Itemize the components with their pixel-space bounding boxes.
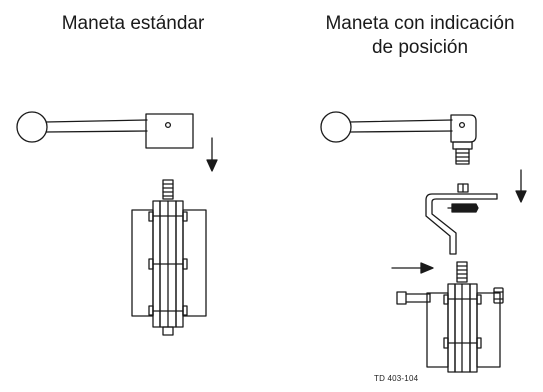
position-valve-stem [456, 261, 468, 283]
position-handle-lever-bottom [349, 130, 453, 133]
drawing-code: TD 403-104 [374, 374, 419, 383]
position-bolt [396, 291, 431, 305]
position-handle [320, 111, 477, 165]
position-handle-title: Maneta con indicación de posición [304, 12, 536, 60]
standard-handle-lever-bottom [45, 130, 148, 133]
position-arrow-down [515, 169, 527, 203]
position-handle-neck [452, 141, 473, 150]
position-handle-title-line2: de posición [371, 37, 469, 58]
position-handle-knob [320, 111, 352, 143]
position-arrow-right [391, 262, 434, 274]
position-nut [493, 287, 504, 304]
standard-valve-body [131, 179, 207, 336]
standard-handle [16, 111, 194, 149]
position-indicator-bracket [425, 183, 498, 255]
standard-handle-hub [145, 113, 194, 149]
position-handle-hub [450, 114, 477, 143]
standard-handle-knob [16, 111, 48, 143]
standard-arrow-down [206, 137, 218, 172]
position-handle-hub-hole [458, 121, 466, 129]
position-valve-body [426, 261, 501, 373]
standard-valve-stem [162, 179, 174, 200]
standard-handle-title: Maneta estándar [61, 13, 205, 34]
position-handle-lever-top [349, 119, 453, 123]
standard-handle-lever-top [45, 119, 148, 123]
position-handle-title-line1: Maneta con indicación [325, 13, 515, 34]
standard-handle-hub-hole [164, 121, 172, 129]
standard-valve-left-housing [131, 209, 154, 317]
